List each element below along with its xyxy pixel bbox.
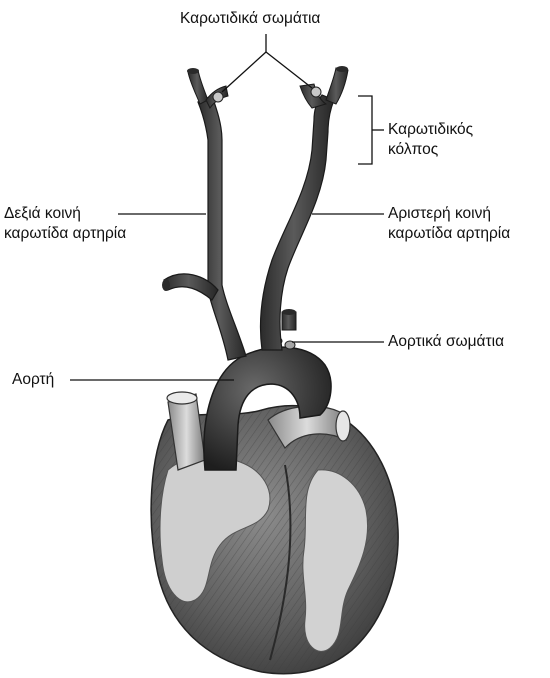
leader-carotid-bodies-right <box>222 52 266 92</box>
label-aorta: Αορτή <box>12 370 54 390</box>
label-carotid-sinus-line1: Καρωτιδικός <box>388 120 473 140</box>
label-aortic-bodies: Αορτικά σωμάτια <box>388 332 504 352</box>
label-carotid-sinus-line2: κόλπος <box>388 140 473 160</box>
bracket-carotid-sinus <box>358 96 372 164</box>
label-right-common-carotid-line1: Δεξιά κοινή <box>4 204 126 224</box>
label-right-common-carotid-line2: καρωτίδα αρτηρία <box>4 224 126 244</box>
carotid-body-left <box>311 87 321 97</box>
label-carotid-sinus: Καρωτιδικός κόλπος <box>388 120 473 160</box>
label-left-common-carotid-line2: καρωτίδα αρτηρία <box>388 224 510 244</box>
label-left-common-carotid-line1: Αριστερή κοινή <box>388 204 510 224</box>
label-left-common-carotid: Αριστερή κοινή καρωτίδα αρτηρία <box>388 204 510 244</box>
left-common-carotid-artery <box>260 66 348 350</box>
label-right-common-carotid: Δεξιά κοινή καρωτίδα αρτηρία <box>4 204 126 244</box>
label-carotid-bodies: Καρωτιδικά σωμάτια <box>180 9 320 29</box>
carotid-body-right <box>213 92 223 102</box>
leader-carotid-bodies-left <box>266 52 312 88</box>
